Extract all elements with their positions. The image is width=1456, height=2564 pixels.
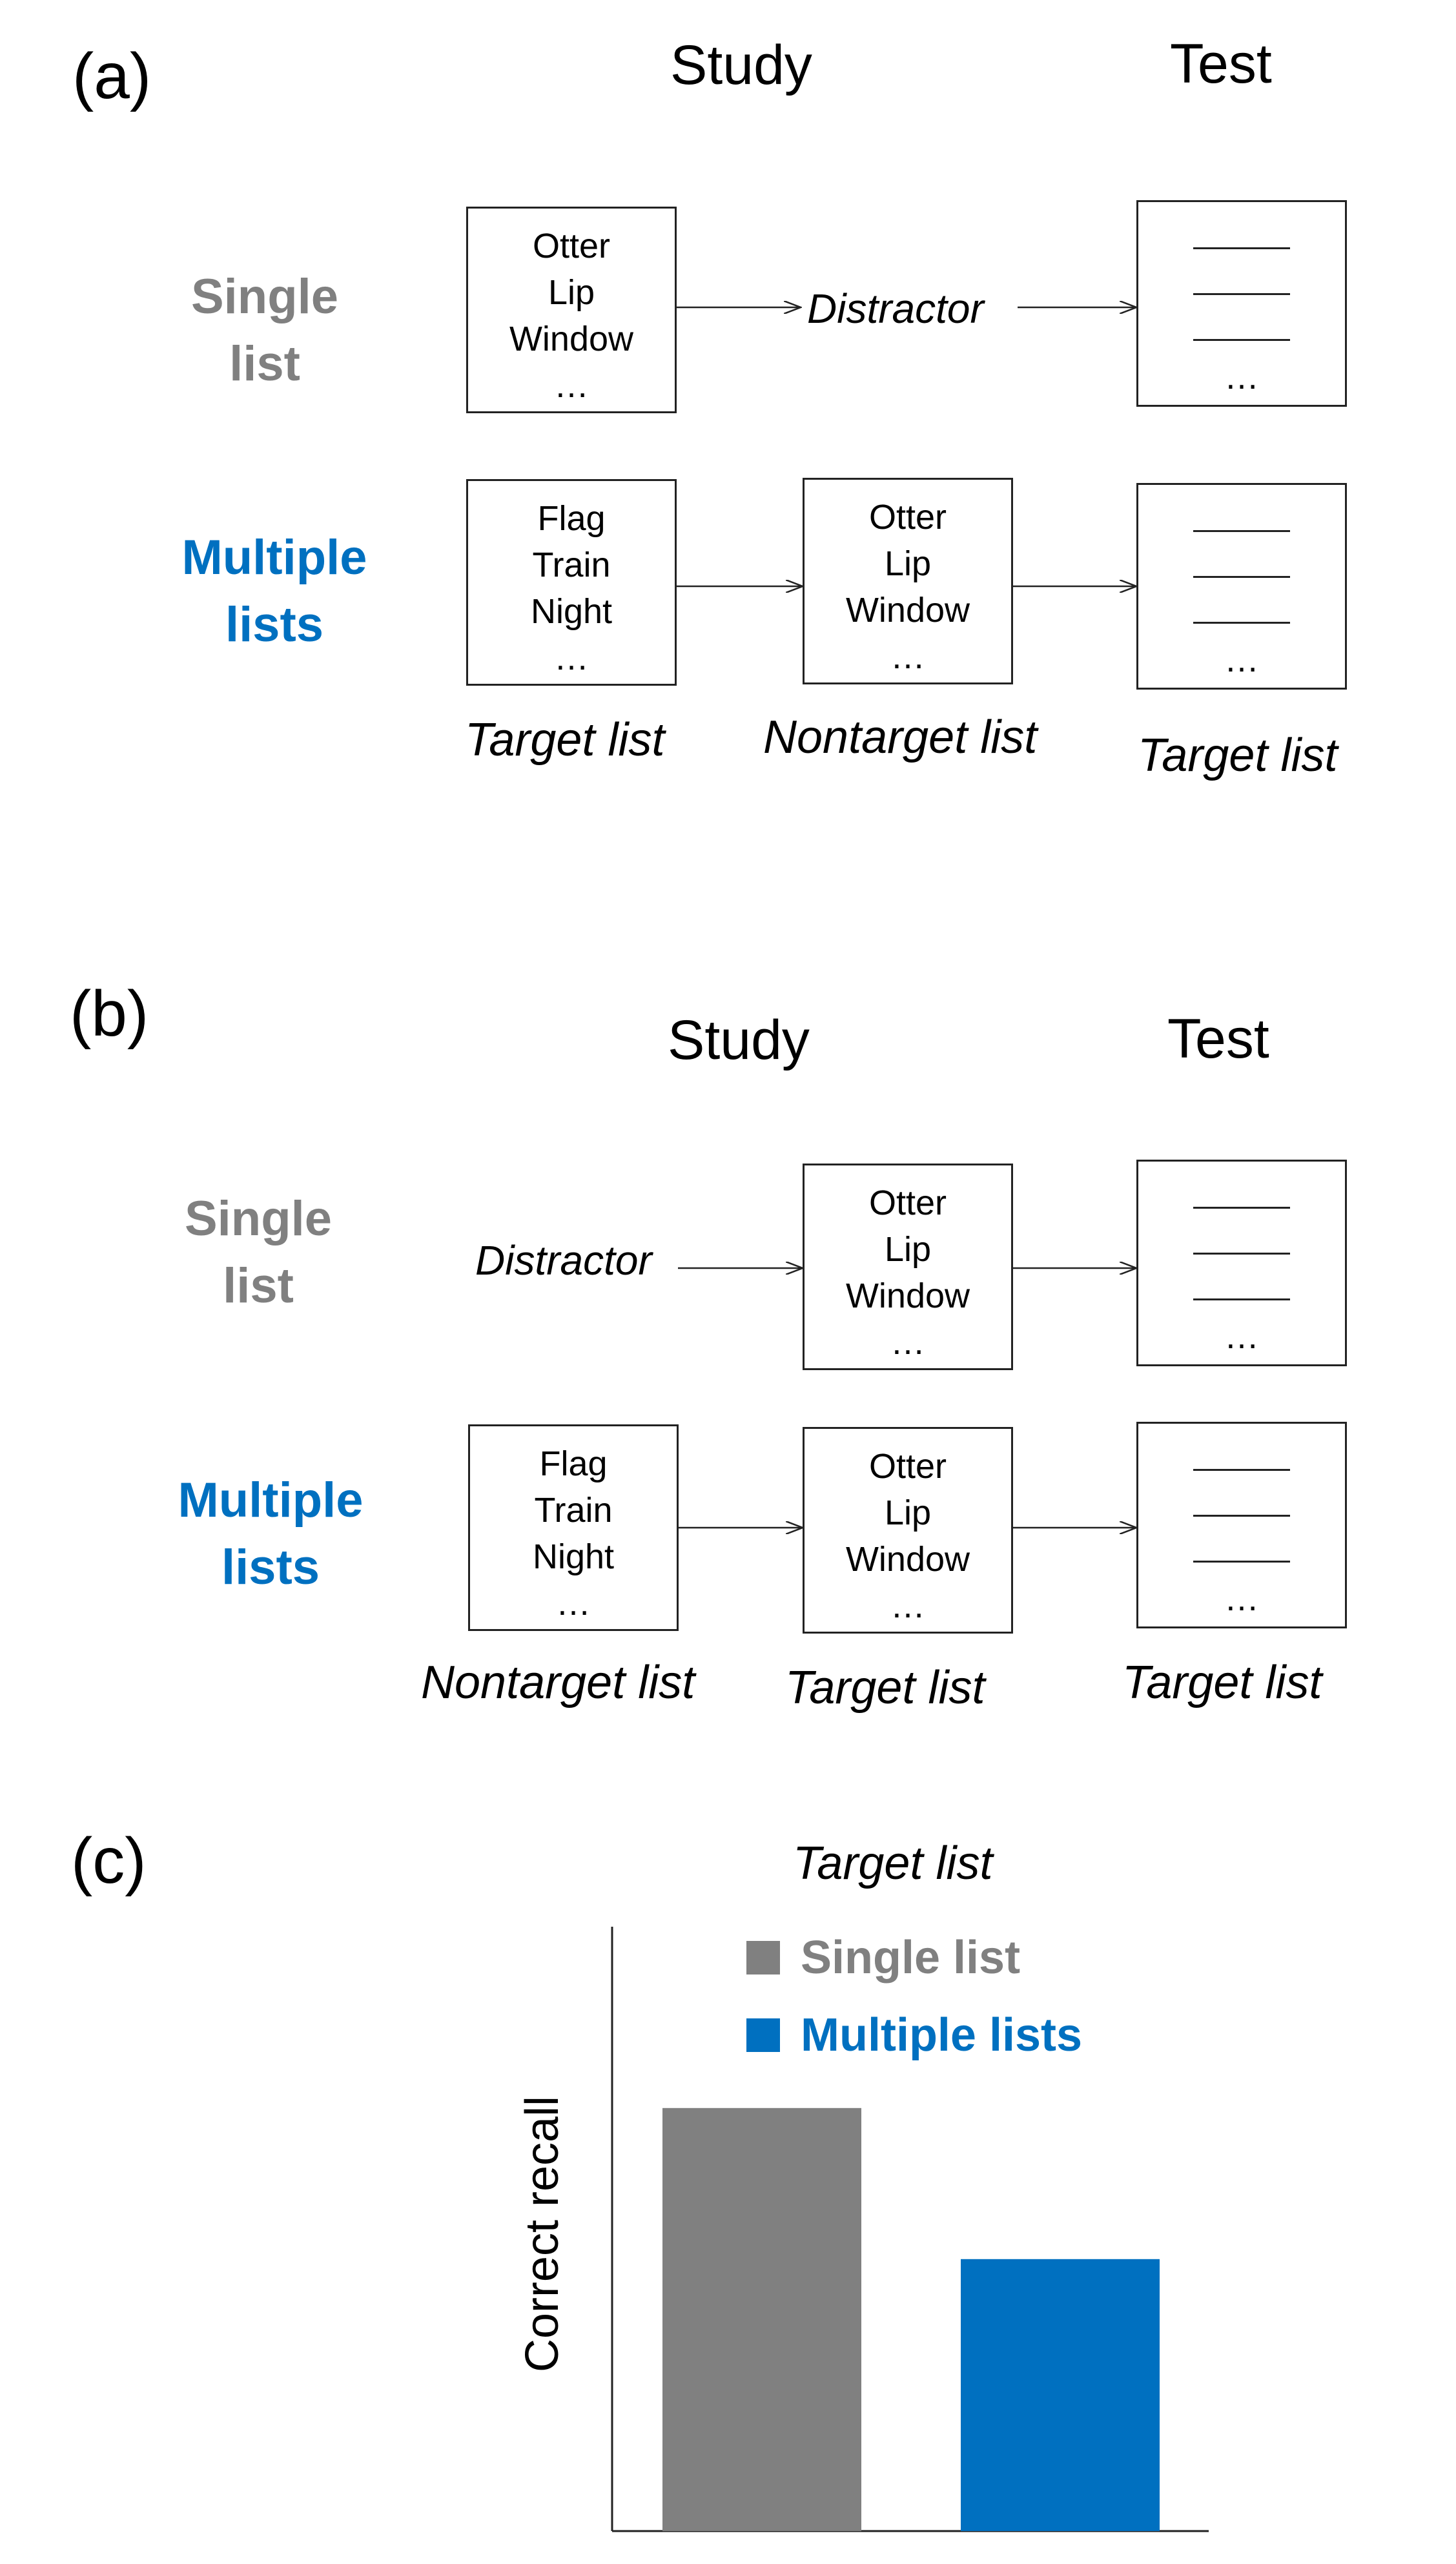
panel-b-multi-box1: Flag Train Night …: [468, 1424, 679, 1631]
word: Otter: [868, 1447, 947, 1486]
recall-line: [1193, 530, 1290, 532]
panel-b-multi-box2: Otter Lip Window …: [803, 1427, 1013, 1634]
word: Otter: [868, 498, 947, 537]
recall-line: [1193, 1469, 1290, 1471]
recall-lines: [1138, 530, 1345, 668]
recall-line: [1193, 1253, 1290, 1255]
single-label-line1: Single: [190, 269, 339, 324]
panel-b-study-header: Study: [668, 1009, 810, 1071]
panel-b-multiple-lists-label: Multiple lists: [158, 1467, 384, 1601]
panel-a-multi-box2: Otter Lip Window …: [803, 478, 1013, 684]
panel-c-label: (c): [71, 1825, 147, 1897]
panel-a-multi-box1: Flag Train Night …: [466, 479, 677, 686]
ellipsis: …: [890, 1323, 925, 1362]
word: Train: [532, 546, 611, 584]
flow-arrows: [677, 0, 1456, 1743]
ellipsis: …: [1224, 358, 1259, 396]
legend-label-multiple: Multiple lists: [801, 2009, 1083, 2061]
word-list: Otter Lip Window …: [805, 1180, 1011, 1366]
bars: [662, 2108, 1160, 2531]
word: Otter: [532, 227, 611, 265]
panel-b-single-list-label: Single list: [168, 1185, 349, 1320]
word: Night: [532, 1537, 615, 1576]
recall-lines: [1138, 1469, 1345, 1606]
panel-b-caption-1: Nontarget list: [421, 1657, 695, 1708]
word: Lip: [884, 544, 932, 583]
recall-line: [1193, 339, 1290, 341]
recall-line: [1193, 1207, 1290, 1209]
ellipsis: …: [1224, 1317, 1259, 1356]
legend-label-single: Single list: [801, 1932, 1021, 1984]
word: Night: [530, 592, 613, 631]
panel-a-study-header: Study: [670, 34, 812, 96]
ellipsis: …: [890, 637, 925, 676]
word: Window: [845, 1277, 970, 1315]
word-list: Flag Train Night …: [468, 495, 675, 681]
word: Lip: [548, 273, 595, 312]
panel-b-caption-2: Target list: [785, 1662, 985, 1714]
panel-b-multi-test-box: …: [1136, 1422, 1347, 1628]
panel-a-label: (a): [72, 40, 152, 112]
single-label-line2: list: [223, 1258, 294, 1313]
recall-line: [1193, 1298, 1290, 1300]
legend-swatch-multiple: [746, 2018, 780, 2052]
panel-a-multiple-lists-label: Multiple lists: [161, 524, 387, 659]
word: Train: [534, 1491, 613, 1530]
multi-label-line1: Multiple: [178, 1473, 364, 1528]
recall-line: [1193, 247, 1290, 249]
bar-multiple-lists: [961, 2259, 1160, 2531]
word-list: Flag Train Night …: [470, 1441, 677, 1626]
word: Window: [845, 1540, 970, 1579]
word: Otter: [868, 1184, 947, 1222]
panel-b-label: (b): [70, 978, 149, 1050]
word: Flag: [537, 499, 606, 538]
panel-b-single-study-box: Otter Lip Window …: [803, 1164, 1013, 1370]
word: Window: [845, 591, 970, 630]
panel-a-caption-3: Target list: [1138, 730, 1338, 781]
recall-lines: [1138, 1207, 1345, 1344]
panel-a-single-study-box: Otter Lip Window …: [466, 207, 677, 413]
word: Lip: [884, 1230, 932, 1269]
panel-b-single-test-box: …: [1136, 1160, 1347, 1366]
word-list: Otter Lip Window …: [805, 1443, 1011, 1629]
panel-a-single-test-box: …: [1136, 200, 1347, 407]
ellipsis: …: [890, 1586, 925, 1625]
panel-b-caption-3: Target list: [1122, 1657, 1322, 1708]
chart-title: Target list: [793, 1838, 993, 1889]
single-label-line2: list: [229, 336, 300, 391]
ellipsis: …: [1224, 1579, 1259, 1618]
multi-label-line2: lists: [221, 1540, 320, 1595]
panel-a-caption-1: Target list: [465, 714, 665, 766]
recall-lines: [1138, 247, 1345, 385]
panel-b-test-header: Test: [1167, 1008, 1269, 1070]
recall-line: [1193, 576, 1290, 578]
multi-label-line2: lists: [225, 597, 324, 652]
panel-a-test-header: Test: [1170, 33, 1272, 95]
multi-label-line1: Multiple: [181, 530, 367, 585]
legend-swatch-single: [746, 1941, 780, 1974]
panel-b-distractor: Distractor: [475, 1237, 652, 1284]
word: Lip: [884, 1493, 932, 1532]
recall-line: [1193, 1561, 1290, 1563]
recall-line: [1193, 293, 1290, 295]
panel-a-caption-2: Nontarget list: [763, 712, 1038, 763]
word: Flag: [539, 1444, 608, 1483]
ellipsis: …: [556, 1584, 591, 1623]
bar-single-list: [662, 2108, 861, 2531]
word-list: Otter Lip Window …: [468, 223, 675, 409]
recall-line: [1193, 1515, 1290, 1517]
ellipsis: …: [1224, 641, 1259, 679]
word: Window: [509, 320, 634, 358]
ellipsis: …: [554, 366, 589, 405]
recall-line: [1193, 622, 1290, 624]
word-list: Otter Lip Window …: [805, 494, 1011, 680]
single-label-line1: Single: [184, 1191, 333, 1246]
panel-a-multi-test-box: …: [1136, 483, 1347, 690]
panel-a-single-list-label: Single list: [174, 263, 355, 398]
panel-a-distractor: Distractor: [807, 285, 984, 332]
ellipsis: …: [554, 639, 589, 677]
